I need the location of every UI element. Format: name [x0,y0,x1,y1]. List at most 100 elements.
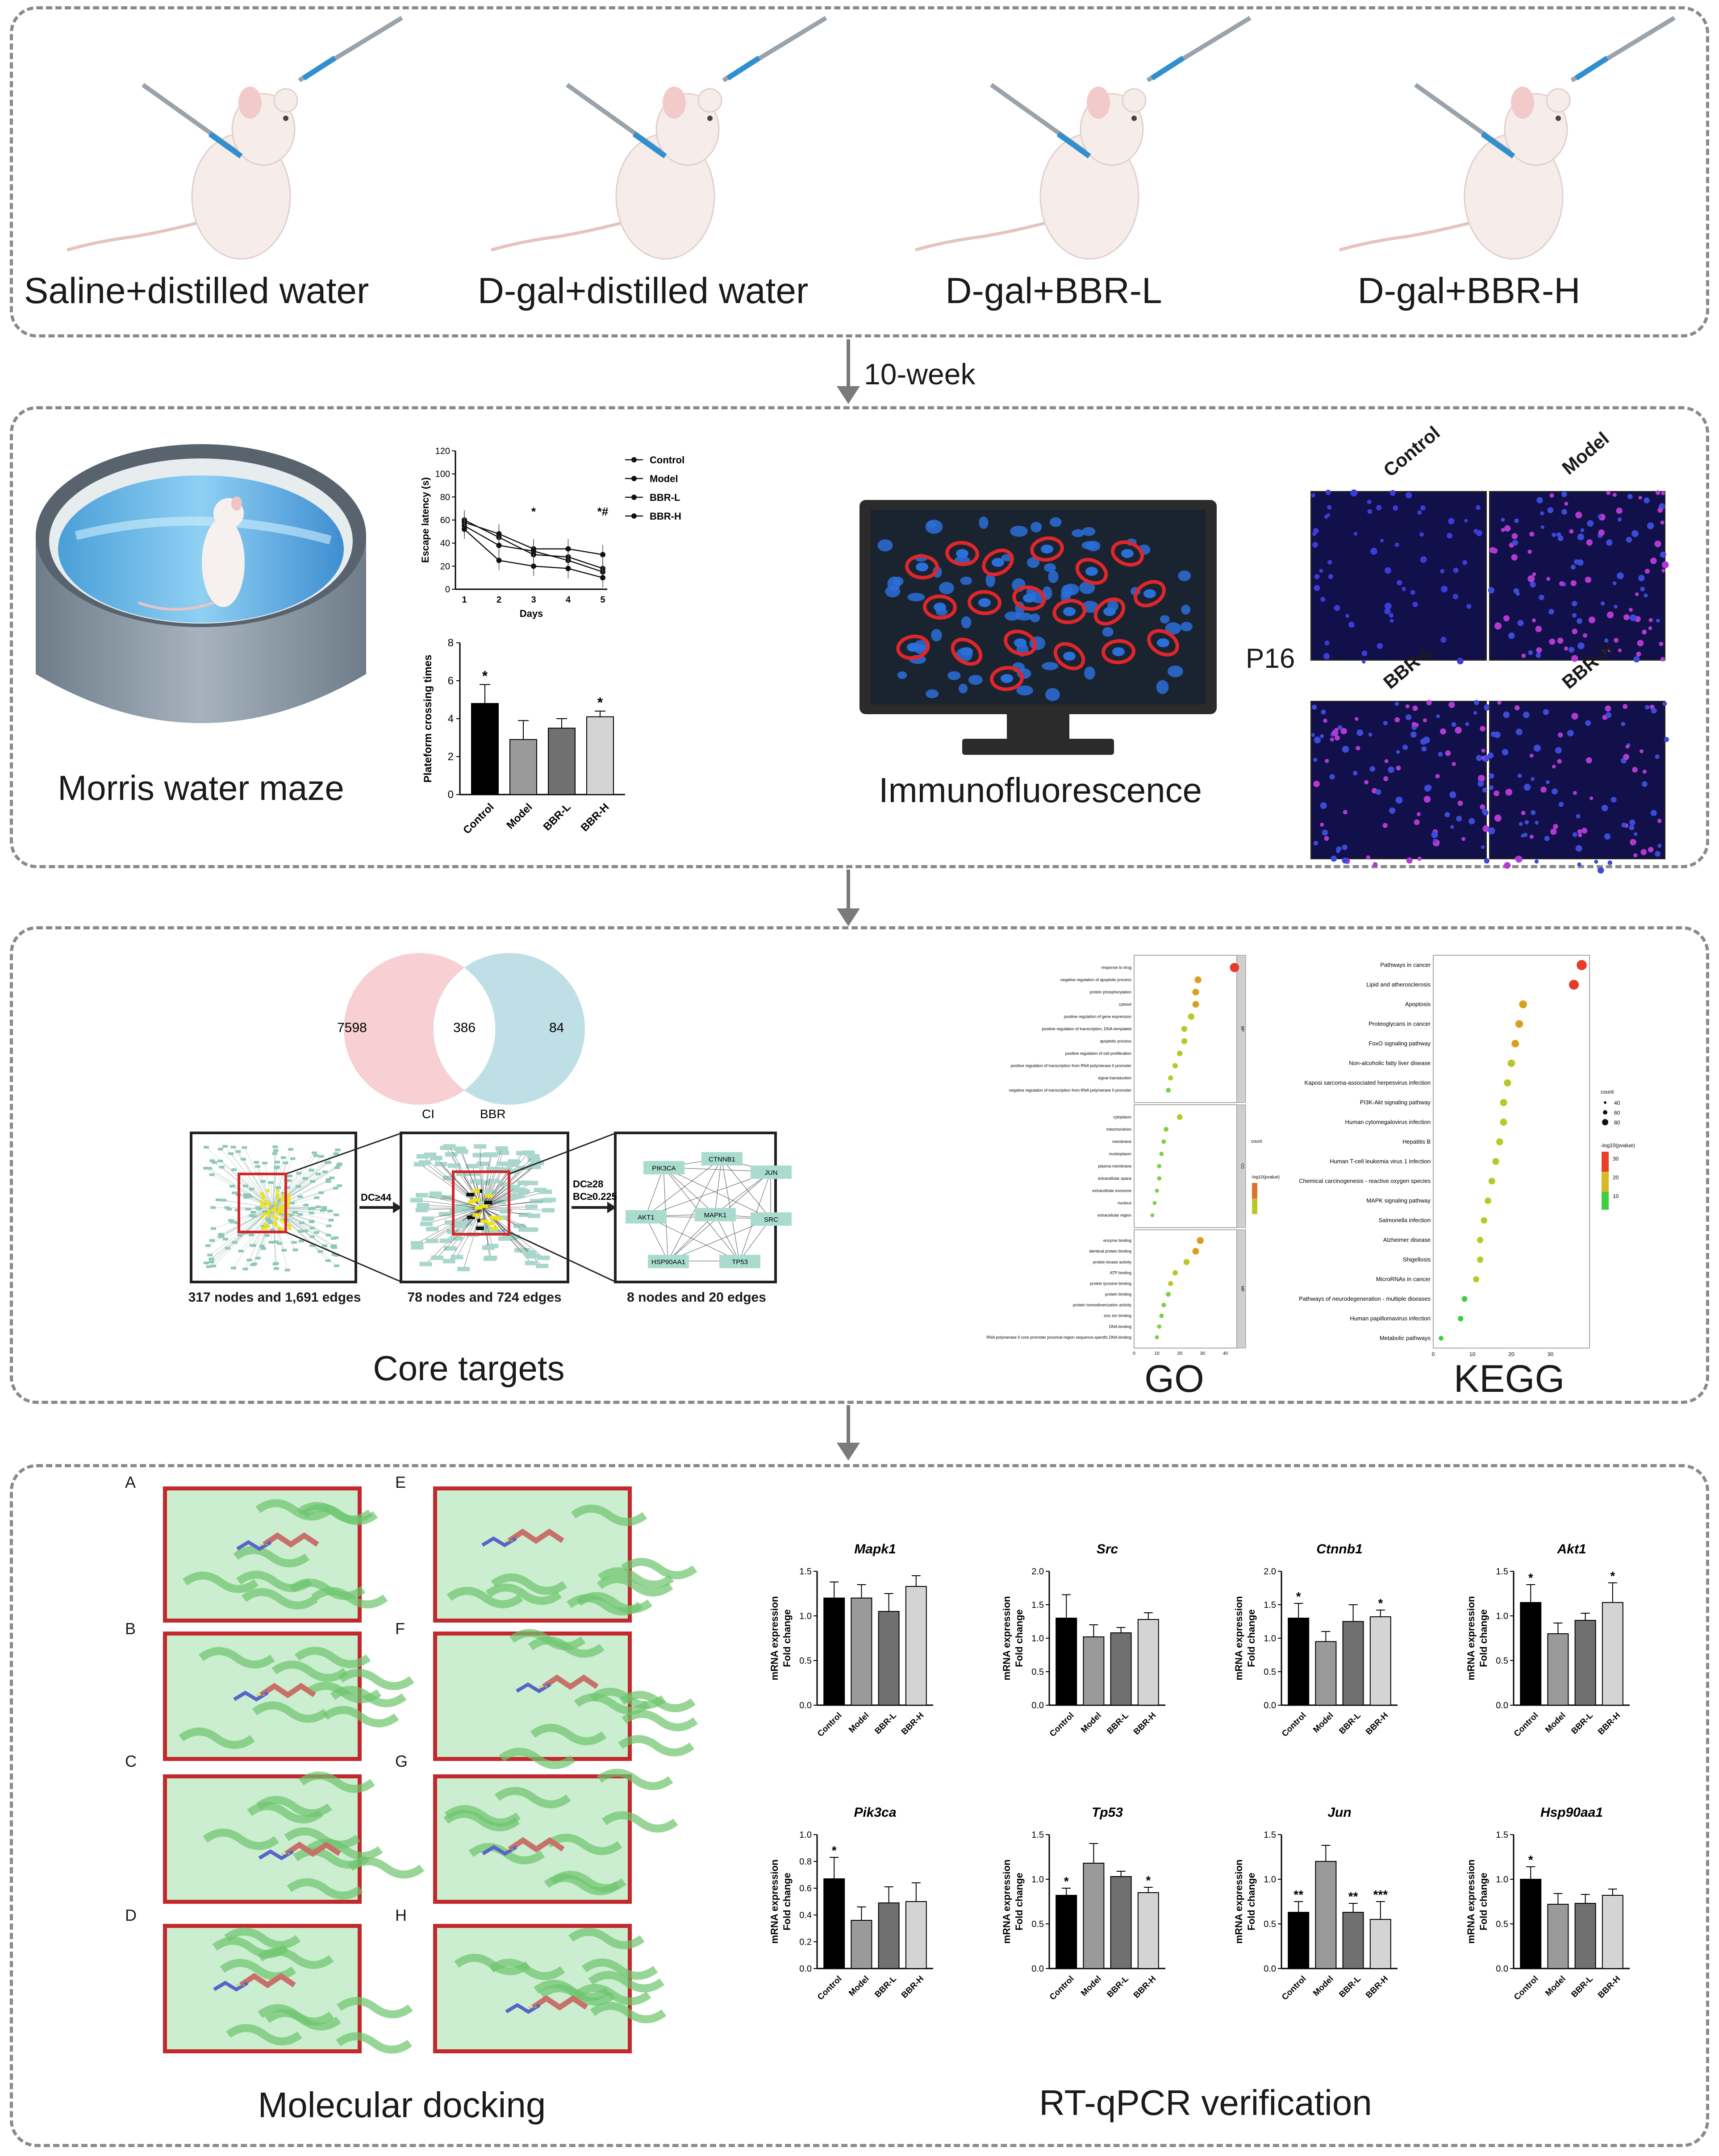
go-term-label: response to drug [1101,966,1131,970]
crossing-sig: * [597,695,603,711]
go-dot [1157,1164,1162,1169]
qpcr-bar [1342,1912,1364,1969]
kegg-dot [1577,960,1587,970]
core-gene-node [643,1161,684,1174]
kegg-term-label: Human T-cell leukemia virus 1 infection [1330,1158,1431,1165]
monitor-illustration [860,500,1217,755]
qpcr-bar [1602,1895,1623,1969]
kegg-dot [1507,1059,1515,1067]
legend-marker [631,495,637,500]
go-xtick: 30 [1200,1351,1206,1356]
filter-b-label-2: BC≥0.225 [573,1191,617,1202]
qpcr-bar [1056,1895,1077,1969]
qpcr-title: Tp53 [1092,1805,1123,1820]
escape-point [462,526,467,532]
kegg-legend-count-value: 80 [1614,1120,1620,1126]
qpcr-ytick: 0.5 [1264,1667,1276,1677]
crossing-ytick: 4 [448,713,454,725]
go-term-label: mitochondrion [1106,1127,1131,1132]
docking-image-h [433,1924,667,2053]
qpcr-ytick: 0.0 [1264,1701,1276,1711]
legend-label: Model [650,473,678,484]
go-dot [1159,1152,1164,1156]
group-label-3: D-gal+BBR-L [945,271,1162,311]
qpcr-bar [905,1901,927,1969]
go-dot [1155,1335,1159,1340]
escape-ytick: 80 [440,492,450,502]
kegg-dot [1569,980,1579,990]
core-gene-label: MAPK1 [704,1211,727,1219]
kegg-term-label: Pathways of neurodegeneration - multiple… [1299,1295,1431,1302]
arrow-3-head [837,1443,860,1461]
kegg-legend-scale: 20 [1613,1174,1619,1181]
kegg-dot [1488,1178,1495,1185]
qpcr-xtick: Model [847,1711,871,1735]
go-term-label: nucleoplasm [1109,1152,1131,1156]
go-term-label: protein phosphorylation [1089,990,1131,995]
qpcr-ylabel-2: Fold change [1014,1873,1025,1931]
kegg-xtick: 20 [1508,1351,1515,1357]
escape-ytick: 40 [440,539,450,549]
rtqpcr-label: RT-qPCR verification [1039,2083,1372,2123]
arrow-1-shaft [847,339,850,393]
qpcr-ytick: 0.0 [799,1964,812,1974]
go-dot [1194,976,1202,983]
venn-center-count: 386 [453,1020,476,1035]
qpcr-title: Hsp90aa1 [1540,1805,1603,1820]
go-dot [1172,1063,1178,1069]
mouse-illustrations [67,16,1676,260]
crossing-ytick: 0 [448,789,454,801]
mouse-2 [491,16,827,260]
mouse-1 [67,16,403,260]
escape-point [496,558,502,563]
qpcr-xtick: BBR-H [1364,1711,1390,1737]
go-term-label: protein kinase activity [1093,1260,1132,1264]
p16-image-model [1488,490,1669,663]
arrow-3-shaft [847,1405,850,1450]
qpcr-ytick: 0.5 [1031,1667,1044,1677]
go-term-label: positive regulation of gene expression [1064,1015,1131,1019]
network-connector-lines: DC≥44 DC≥28 BC≥0.225 [238,1133,617,1282]
qpcr-ylabel-2: Fold change [1478,1873,1489,1931]
qpcr-bar [1288,1618,1310,1706]
qpcr-bar [1083,1636,1105,1706]
go-dot [1150,1213,1155,1217]
qpcr-bar [1520,1602,1542,1706]
go-term-label: protein tyrosine binding [1090,1281,1131,1286]
qpcr-xtick: BBR-H [900,1974,926,2000]
qpcr-ylabel-2: Fold change [1478,1609,1489,1667]
qpcr-bar [905,1586,927,1706]
qpcr-bar [878,1902,900,1969]
kegg-xtick: 10 [1469,1351,1476,1357]
kegg-term-label: Human cytomegalovirus infection [1345,1119,1431,1125]
kegg-legend-dot [1604,1101,1606,1104]
qpcr-ylabel-2: Fold change [1246,1609,1257,1667]
qpcr-bar [1110,1876,1132,1969]
qpcr-xtick: Control [1280,1974,1308,2002]
venn-left-label: CI [422,1107,434,1121]
qpcr-title: Pik3ca [854,1805,896,1820]
p16-image-bbrh [1487,700,1669,874]
qpcr-xtick: Model [1311,1711,1335,1735]
kegg-dot [1439,1336,1444,1341]
qpcr-xtick: BBR-H [1132,1974,1158,2000]
kegg-term-label: Metabolic pathways [1380,1335,1431,1341]
qpcr-xtick: Control [816,1711,844,1739]
qpcr-title: Jun [1327,1805,1351,1820]
qpcr-ytick: 1.5 [1264,1600,1276,1610]
qpcr-ytick: 1.0 [1031,1875,1044,1885]
group-label-1: Saline+distilled water [24,271,369,311]
kegg-legend-count-value: 40 [1614,1100,1620,1106]
qpcr-title: Mapk1 [854,1542,896,1557]
qpcr-bar [1574,1903,1596,1969]
escape-point [600,575,605,581]
qpcr-bar [1056,1618,1077,1706]
kegg-term-label: Hepatitis B [1402,1138,1431,1145]
qpcr-xtick: Model [1544,1974,1568,1998]
kegg-legend-scale: 10 [1613,1193,1619,1199]
go-dot [1230,963,1239,972]
go-dot [1188,1013,1194,1020]
go-dot [1157,1176,1162,1181]
